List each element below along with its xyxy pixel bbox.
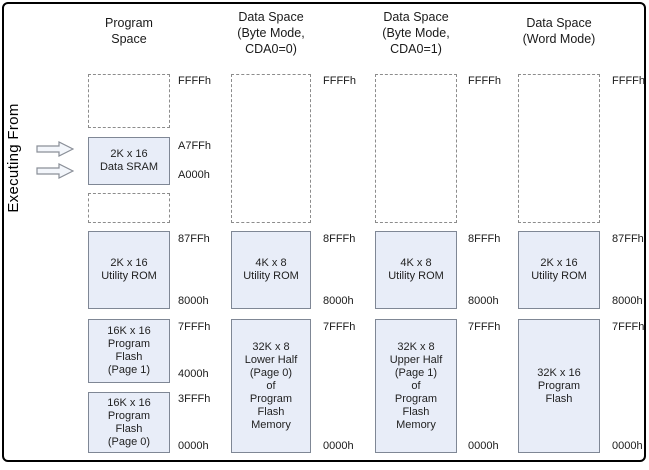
address-label: FFFFh [468, 75, 501, 87]
address-label: 0000h [612, 440, 643, 452]
address-label: FFFFh [323, 75, 356, 87]
address-label: A7FFh [178, 140, 212, 152]
address-label: 7FFFh [323, 321, 356, 333]
region-label: 16K x 16 Program Flash (Page 1) [107, 325, 151, 376]
address-label: 8000h [323, 295, 354, 307]
region-program-flash-upper-half: 32K x 8 Upper Half (Page 1) of Program F… [375, 319, 457, 453]
region-unpopulated [231, 74, 311, 223]
column-header-program-space: Program Space [105, 16, 153, 46]
address-label: 3FFFh [178, 393, 211, 405]
address-label: 8000h [612, 295, 643, 307]
address-label: 7FFFh [178, 321, 211, 333]
region-program-flash-page1: 16K x 16 Program Flash (Page 1) [88, 319, 170, 383]
address-label: A000h [178, 169, 210, 181]
address-label: 8FFFh [323, 233, 356, 245]
arrow-right-icon [36, 141, 74, 157]
region-program-flash: 32K x 16 Program Flash [518, 319, 600, 453]
region-unpopulated [88, 74, 170, 128]
column-header-data-byte-cda0-1: Data Space (Byte Mode, CDA0=1) [382, 10, 450, 56]
region-label: 4K x 8 Utility ROM [388, 257, 444, 282]
address-label: 8FFFh [468, 233, 501, 245]
region-label: 32K x 16 Program Flash [537, 366, 581, 405]
address-label: 8000h [178, 295, 209, 307]
region-program-flash-lower-half: 32K x 8 Lower Half (Page 0) of Program F… [231, 319, 311, 453]
column-header-data-word: Data Space (Word Mode) [522, 16, 596, 46]
address-label: 7FFFh [612, 321, 645, 333]
region-utility-rom: 2K x 16 Utility ROM [518, 231, 600, 309]
region-utility-rom: 4K x 8 Utility ROM [231, 231, 311, 309]
region-label: 2K x 16 Data SRAM [99, 148, 159, 173]
region-label: 4K x 8 Utility ROM [243, 257, 299, 282]
address-label: 87FFh [178, 233, 210, 245]
region-data-sram: 2K x 16 Data SRAM [88, 137, 170, 185]
address-label: 4000h [178, 368, 209, 380]
arrow-right-icon [36, 163, 74, 179]
region-unpopulated [518, 74, 600, 223]
region-unpopulated [375, 74, 457, 223]
address-label: 0000h [468, 440, 499, 452]
region-label: 2K x 16 Utility ROM [531, 257, 587, 282]
region-utility-rom: 4K x 8 Utility ROM [375, 231, 457, 309]
region-label: 16K x 16 Program Flash (Page 0) [107, 396, 151, 448]
executing-from-label: Executing From [5, 103, 22, 213]
address-label: FFFFh [612, 75, 645, 87]
address-label: 0000h [323, 440, 354, 452]
region-label: 2K x 16 Utility ROM [101, 257, 157, 282]
region-label: 32K x 8 Upper Half (Page 1) of Program F… [389, 340, 443, 431]
region-utility-rom: 2K x 16 Utility ROM [88, 231, 170, 309]
address-label: 7FFFh [468, 321, 501, 333]
region-unpopulated [88, 193, 170, 223]
address-label: FFFFh [178, 75, 211, 87]
address-label: 0000h [178, 440, 209, 452]
column-header-data-byte-cda0-0: Data Space (Byte Mode, CDA0=0) [237, 10, 305, 56]
region-program-flash-page0: 16K x 16 Program Flash (Page 0) [88, 392, 170, 453]
address-label: 8000h [468, 295, 499, 307]
region-label: 32K x 8 Lower Half (Page 0) of Program F… [244, 340, 298, 431]
address-label: 87FFh [612, 233, 644, 245]
